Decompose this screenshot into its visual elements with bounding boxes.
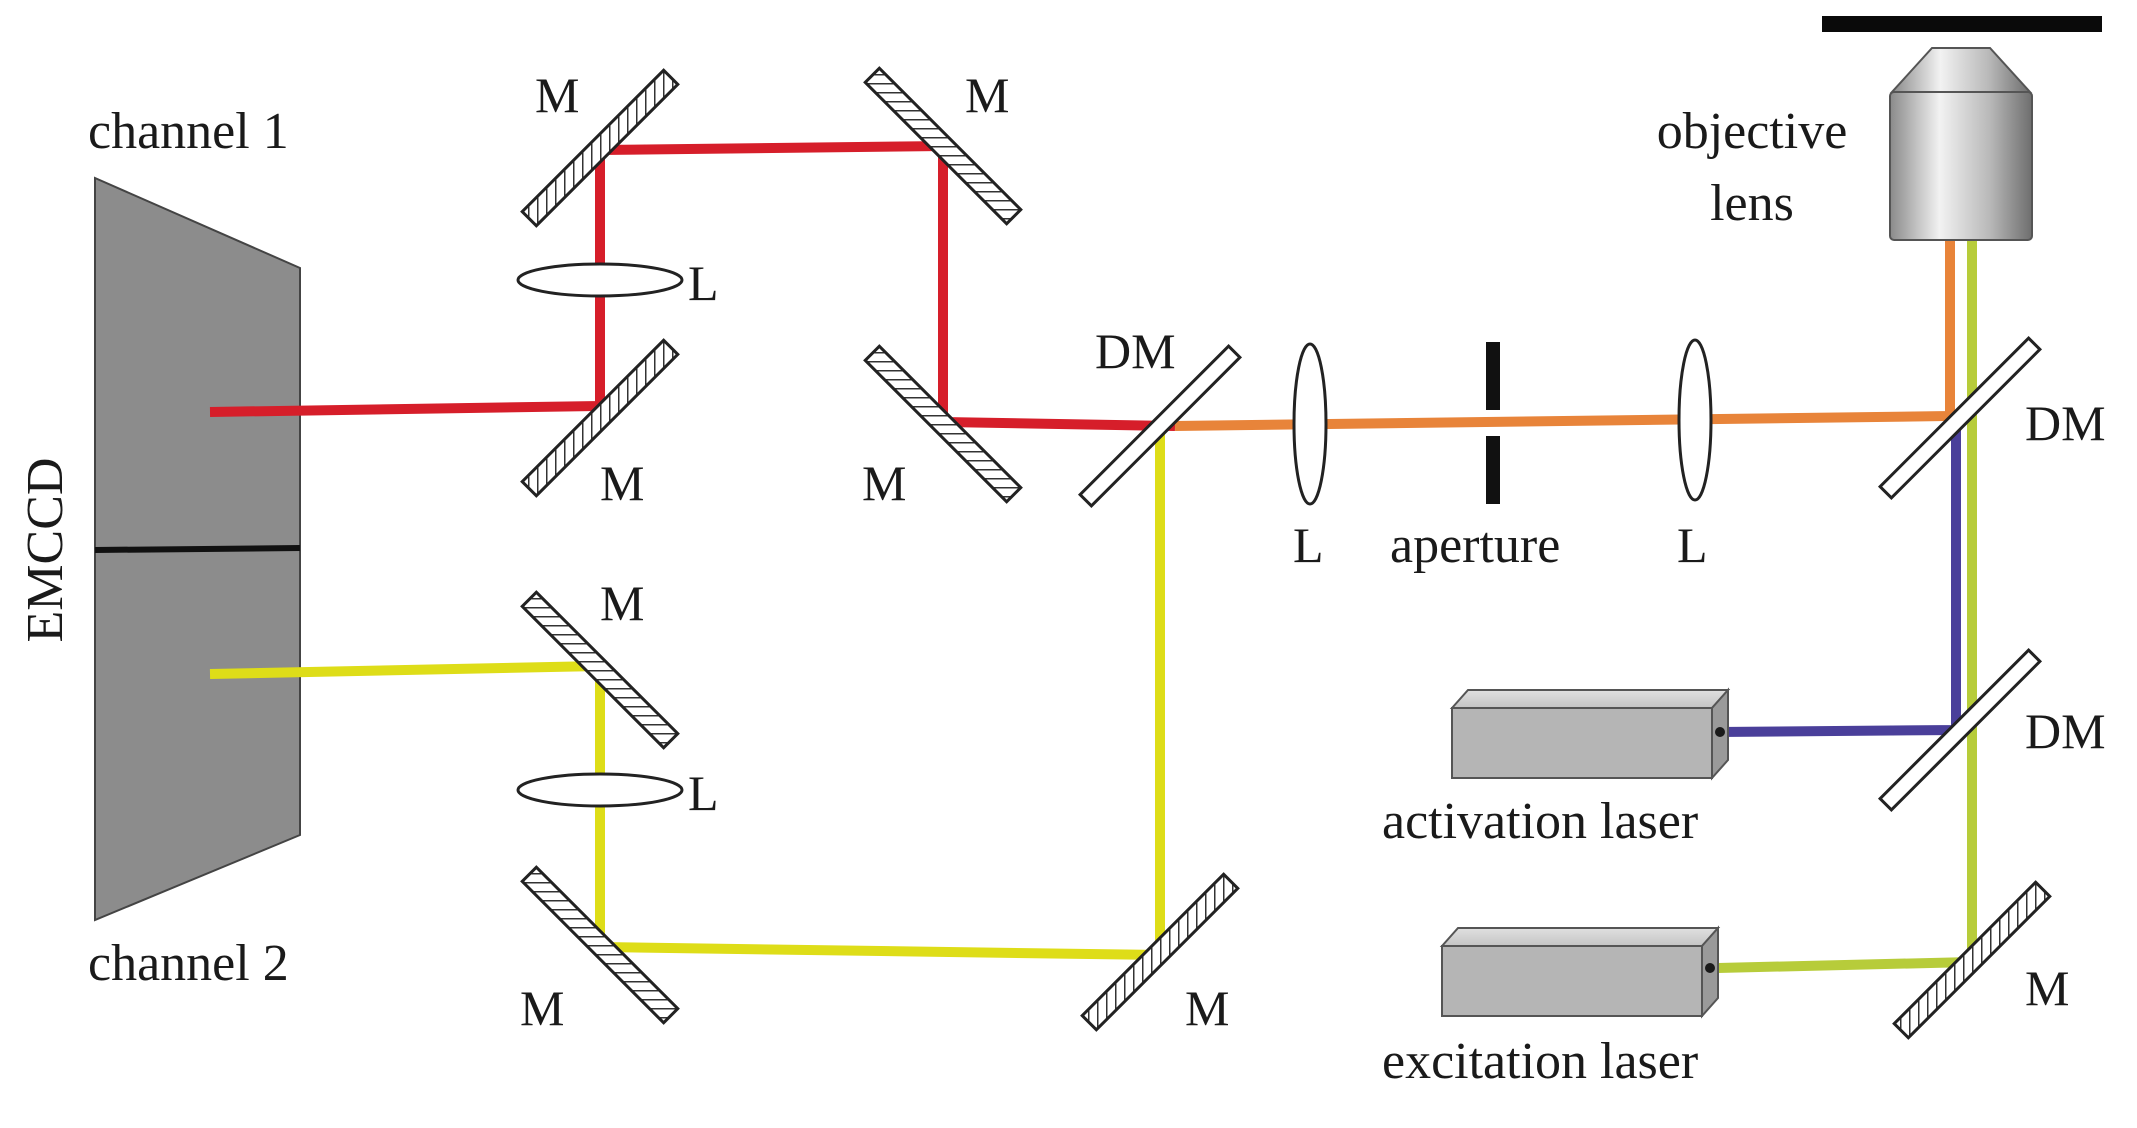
lens-channel-2: [516, 772, 684, 808]
lens-channel-1: [516, 262, 684, 298]
lens-label-relay-2: L: [1677, 517, 1708, 573]
emccd-detector: [94, 176, 301, 922]
channel-1-label: channel 1: [88, 103, 289, 160]
dichroic-label-objective: DM: [2025, 395, 2106, 451]
dichroic-mirror-activation: [1877, 647, 2043, 813]
dichroic-label-center: DM: [1095, 323, 1176, 379]
mirror-label-top-right: M: [965, 67, 1009, 123]
mirror-bottom-right: [1080, 872, 1240, 1032]
mirror-channel-1: [520, 338, 680, 498]
mirror-label-bottom-right: M: [1185, 980, 1229, 1036]
mirror-label-channel-1: M: [600, 455, 644, 511]
activation-laser-label: activation laser: [1382, 793, 1698, 850]
mirror-bottom-left: [520, 865, 680, 1025]
combined-emission-beam: [1174, 238, 1955, 431]
emccd-label: EMCCD: [17, 458, 74, 643]
lens-label-relay-1: L: [1293, 517, 1324, 573]
mirror-channel-2: [520, 590, 680, 750]
lens-relay-1: [1292, 342, 1328, 506]
excitation-beam: [1717, 238, 1977, 973]
excitation-laser: [1439, 925, 1721, 1019]
mirror-center: [863, 344, 1023, 504]
dichroic-label-activation: DM: [2025, 703, 2106, 759]
mirror-label-channel-2: M: [600, 575, 644, 631]
objective-lens: [1822, 16, 2102, 241]
mirror-excitation: [1892, 880, 2052, 1040]
aperture: [1486, 342, 1500, 504]
dichroic-mirror-center: [1077, 343, 1243, 509]
channel-2-beam: [209, 430, 1165, 961]
mirror-label-center: M: [862, 455, 906, 511]
objective-label-line-1: objective: [1657, 103, 1848, 160]
mirror-label-top-left: M: [535, 67, 579, 123]
lens-label-channel-2: L: [688, 765, 719, 821]
mirror-label-excitation: M: [2025, 960, 2069, 1016]
channel-1-beam: [209, 140, 1176, 431]
aperture-label: aperture: [1390, 517, 1560, 574]
excitation-laser-label: excitation laser: [1382, 1033, 1698, 1090]
dichroic-mirror-objective: [1877, 335, 2043, 501]
lens-label-channel-1: L: [688, 255, 719, 311]
channel-2-label: channel 2: [88, 935, 289, 992]
mirror-top-right: [863, 66, 1023, 226]
activation-laser: [1449, 687, 1731, 781]
objective-label-line-2: lens: [1710, 175, 1794, 232]
mirror-top-left: [520, 68, 680, 228]
mirror-label-bottom-left: M: [520, 980, 564, 1036]
lens-relay-2: [1677, 338, 1713, 502]
